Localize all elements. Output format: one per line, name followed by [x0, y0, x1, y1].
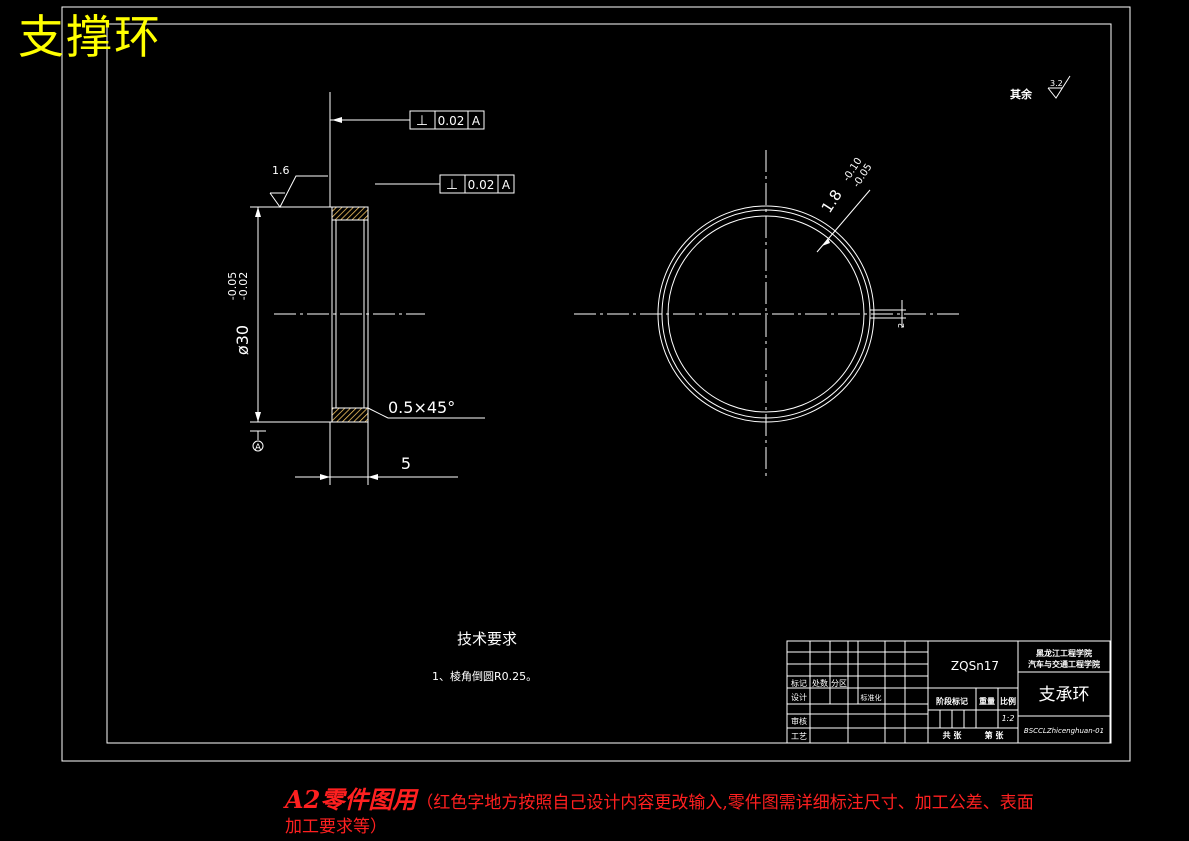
- width-dim: 5: [401, 454, 411, 473]
- tol1-value: 0.02: [438, 114, 465, 128]
- tb-material: ZQSn17: [951, 659, 999, 673]
- tb-school-line2: 汽车与交通工程学院: [1028, 659, 1100, 669]
- tolerance-frame-2: ⊥ 0.02 A: [439, 174, 515, 194]
- tb-school-line1: 黑龙江工程学院: [1036, 648, 1092, 658]
- rest-roughness: 3.2: [1050, 79, 1063, 88]
- tb-label-weight: 重量: [979, 696, 995, 706]
- tb-label-sheet-no: 第 张: [985, 730, 1005, 740]
- bottom-note-text: （红色字地方按照自己设计内容更改输入,零件图需详细标注尺寸、加工公差、表面加工要…: [285, 793, 1034, 838]
- bottom-note: A2零件图用（红色字地方按照自己设计内容更改输入,零件图需详细标注尺寸、加工公差…: [285, 784, 1045, 839]
- tol1-symbol: ⊥: [416, 113, 428, 129]
- tb-label-scale: 比例: [1000, 696, 1016, 706]
- tb-label-review: 审核: [791, 716, 807, 726]
- inner-frame: [106, 23, 1112, 744]
- tb-label-count: 处数: [812, 678, 828, 688]
- tol2-datum: A: [502, 178, 511, 192]
- tb-drawing-no: BSCCLZhicenghuan-01: [1024, 727, 1104, 735]
- tol2-symbol: ⊥: [446, 177, 458, 193]
- overlay-title: 支撑环: [18, 10, 162, 64]
- roughness-left: 1.6: [272, 164, 290, 177]
- tb-label-standardize: 标准化: [861, 693, 882, 702]
- tb-label-design: 设计: [791, 692, 807, 702]
- chamfer-dim: 0.5×45°: [388, 398, 455, 417]
- tb-label-stage-mark: 阶段标记: [936, 696, 968, 706]
- rest-surface-label: 其余: [1010, 87, 1033, 101]
- diameter-upper-tol: -0.05: [226, 272, 239, 300]
- tb-part-name: 支承环: [1039, 685, 1090, 705]
- diameter-dim: ø30: [233, 325, 252, 355]
- rest-roughness-icon: [1047, 75, 1071, 99]
- bottom-note-prefix: A2零件图用: [285, 785, 417, 814]
- tech-req-heading: 技术要求: [457, 630, 517, 648]
- tech-req-item-1: 1、棱角倒圆R0.25。: [432, 670, 537, 683]
- gap-dim: 2: [897, 323, 906, 328]
- outer-frame: [61, 6, 1131, 762]
- tb-label-process: 工艺: [791, 732, 807, 741]
- side-view: [250, 92, 485, 485]
- datum-label: A: [255, 443, 262, 453]
- tol2-value: 0.02: [468, 178, 495, 192]
- title-block: [786, 640, 1111, 744]
- diameter-lower-tol: -0.02: [237, 272, 250, 300]
- tolerance-frame-1: ⊥ 0.02 A: [409, 110, 485, 130]
- tb-label-zone: 分区: [831, 679, 847, 688]
- tb-label-sheets-total: 共 张: [943, 730, 963, 740]
- tol1-datum: A: [472, 114, 481, 128]
- tb-label-revision: 标记: [791, 678, 807, 688]
- tb-scale-value: 1:2: [1002, 714, 1015, 723]
- front-view: [574, 150, 960, 478]
